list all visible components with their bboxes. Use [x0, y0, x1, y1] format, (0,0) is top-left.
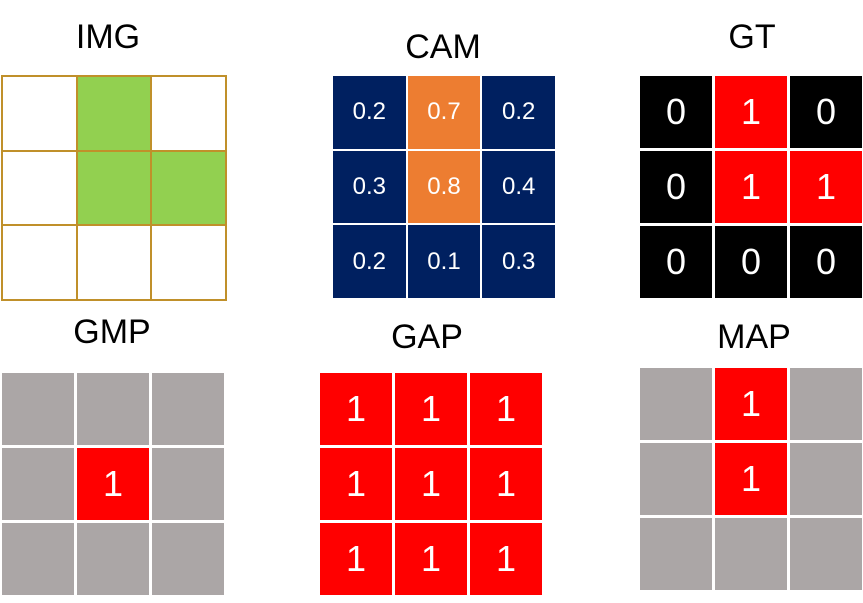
map-cell [715, 518, 787, 590]
gap-cell: 1 [395, 373, 467, 445]
img-cell [75, 224, 153, 301]
gt-cell: 0 [640, 226, 712, 298]
gmp-grid: 1 [2, 373, 224, 595]
map-cell [790, 443, 862, 515]
img-cell [150, 149, 227, 227]
gt-cell: 1 [715, 151, 787, 223]
gt-cell: 1 [790, 151, 862, 223]
gap-cell: 1 [470, 373, 542, 445]
gap-cell: 1 [470, 523, 542, 595]
cam-cell: 0.3 [333, 150, 406, 224]
gmp-cell [152, 448, 224, 520]
gmp-cell [2, 523, 74, 595]
gap-cell: 1 [395, 448, 467, 520]
gap-cell: 1 [320, 523, 392, 595]
map-cell: 1 [715, 368, 787, 440]
gmp-title: GMP [73, 313, 151, 351]
gmp-cell [77, 523, 149, 595]
gmp-cell [152, 373, 224, 445]
cam-cell: 0.2 [482, 76, 555, 149]
gmp-cell [77, 373, 149, 445]
img-cell [1, 149, 78, 227]
cam-cell: 0.1 [407, 225, 481, 298]
gt-cell: 0 [790, 76, 862, 148]
gmp-cell: 1 [77, 448, 149, 520]
cam-cell: 0.3 [482, 225, 555, 298]
map-cell [640, 443, 712, 515]
cam-cell: 0.7 [407, 76, 481, 149]
gap-cell: 1 [320, 448, 392, 520]
cam-cell: 0.8 [407, 150, 481, 224]
cam-cell: 0.2 [333, 225, 406, 298]
map-title: MAP [717, 318, 791, 356]
gt-cell: 1 [715, 76, 787, 148]
gap-cell: 1 [470, 448, 542, 520]
gmp-cell [2, 448, 74, 520]
map-cell [640, 518, 712, 590]
map-cell [790, 368, 862, 440]
gap-title: GAP [391, 318, 463, 356]
img-grid [1, 75, 227, 301]
gap-cell: 1 [395, 523, 467, 595]
cam-cell: 0.4 [482, 150, 555, 224]
map-cell [790, 518, 862, 590]
map-cell [640, 368, 712, 440]
img-cell [75, 75, 153, 152]
map-cell: 1 [715, 443, 787, 515]
gt-title: GT [728, 18, 776, 56]
img-cell [75, 149, 153, 227]
cam-cell: 0.2 [333, 76, 406, 149]
img-title: IMG [75, 18, 141, 56]
gt-cell: 0 [790, 226, 862, 298]
img-cell [150, 75, 227, 152]
gmp-cell [152, 523, 224, 595]
gmp-cell [2, 373, 74, 445]
cam-title: CAM [405, 28, 481, 66]
gap-cell: 1 [320, 373, 392, 445]
gt-cell: 0 [640, 151, 712, 223]
img-cell [150, 224, 227, 301]
img-cell [1, 224, 78, 301]
gt-cell: 0 [715, 226, 787, 298]
gt-cell: 0 [640, 76, 712, 148]
img-cell [1, 75, 78, 152]
